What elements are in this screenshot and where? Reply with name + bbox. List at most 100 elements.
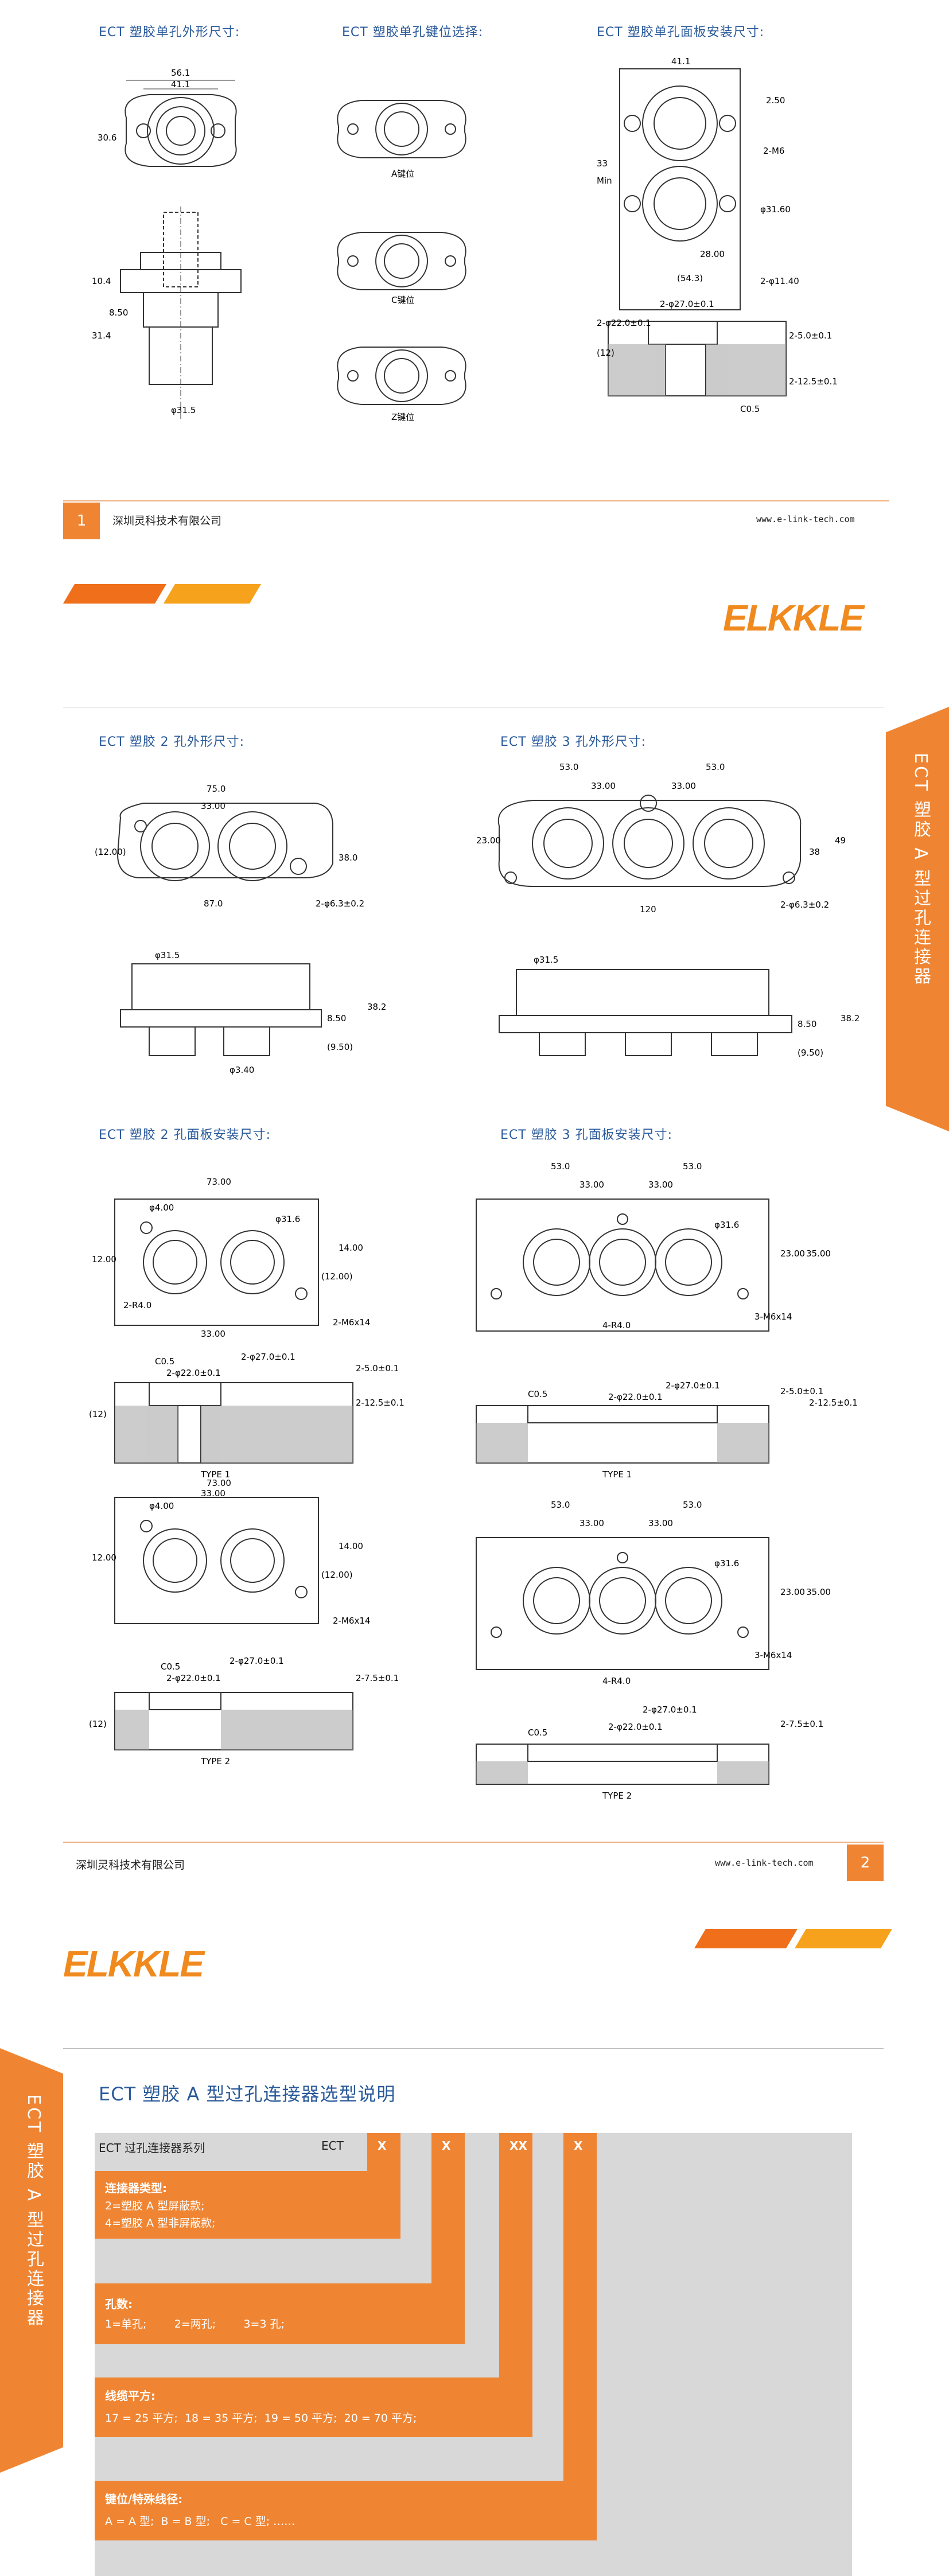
p3-dim-35-b: 35.00 — [806, 1587, 831, 1597]
panel-dim-2-phi-11-40: 2-φ11.40 — [760, 276, 799, 286]
three-dim-53-a: 53.0 — [559, 762, 578, 772]
panel-dim-54-3: (54.3) — [677, 273, 703, 283]
page3-side-tab-text: ECT 塑胶 A 型过孔连接器 — [24, 2094, 44, 2328]
two-dim-phi-31-5: φ31.5 — [155, 950, 180, 960]
dim-41-1: 41.1 — [171, 79, 190, 90]
single-panel-drawing: 41.1 2.50 2-M6 33 Min φ31.60 28.00 (54.3… — [597, 56, 838, 414]
dim-10-4: 10.4 — [92, 276, 111, 286]
p3-dim-4-r4: 4-R4.0 — [602, 1320, 631, 1330]
two-dim-12: (12.00) — [95, 847, 126, 857]
group-connector-type-title: 连接器类型: — [105, 2181, 167, 2195]
three-dim-120: 120 — [640, 904, 656, 915]
header-stripes-page3 — [694, 1929, 892, 1948]
group-connector-type: 连接器类型: 2=塑胶 A 型屏蔽款; 4=塑胶 A 型非屏蔽款; — [95, 2171, 400, 2239]
p3-dim-23-b: 23.00 — [780, 1587, 805, 1597]
p2-dim-33: 33.00 — [201, 1329, 225, 1339]
group-hole-count: 孔数: 1=单孔; 2=两孔; 3=3 孔; — [95, 2283, 465, 2344]
p3-dim-phi-31-6: φ31.6 — [714, 1220, 739, 1230]
key-label-z: Z键位 — [391, 412, 414, 422]
single-hole-outline-drawing: 56.1 41.1 30.6 10.4 8.50 31.4 φ31.5 — [92, 68, 242, 419]
page1-footer-divider — [63, 500, 889, 501]
header-stripes-right — [63, 584, 261, 604]
p2-dim-33-b: 33.00 — [201, 1488, 225, 1499]
group-key-special-line-1: A = A 型; B = B 型; C = C 型; …… — [105, 2515, 295, 2528]
p2-dim-phi-31-6: φ31.6 — [275, 1214, 300, 1224]
panel-dim-2-12-5: 2-12.5±0.1 — [789, 376, 838, 387]
group-connector-type-line-2: 4=塑胶 A 型非屏蔽款; — [105, 2217, 216, 2229]
three-dim-23: 23.00 — [476, 835, 501, 846]
p2-dim-2-12-5: 2-12.5±0.1 — [356, 1398, 405, 1408]
p2-dim-c0-5: C0.5 — [155, 1356, 174, 1367]
panel-dim-2-m6: 2-M6 — [763, 146, 784, 156]
p3-dim-33-a: 33.00 — [579, 1180, 604, 1190]
two-dim-38: 38.0 — [339, 853, 357, 863]
page1-company: 深圳灵科技术有限公司 — [112, 515, 222, 527]
single-key-title: ECT 塑胶单孔键位选择: — [342, 25, 484, 40]
page2-footer-divider — [63, 1842, 884, 1843]
panel-dim-12: (12) — [597, 348, 614, 358]
p3-dim-53-a: 53.0 — [551, 1161, 570, 1172]
two-dim-75: 75.0 — [207, 784, 225, 794]
page2-side-tab: ECT 塑胶 A 型过孔连接器 — [886, 707, 949, 1131]
p2-dim-14-b: 14.00 — [339, 1541, 363, 1551]
two-dim-38-2: 38.2 — [367, 1002, 386, 1012]
two-dim-phi-3-40: φ3.40 — [230, 1065, 254, 1075]
p3-dim-3-m6-b: 3-M6x14 — [754, 1650, 792, 1660]
group-hole-count-line-1: 1=单孔; 2=两孔; 3=3 孔; — [105, 2318, 285, 2330]
code-column-4: X — [563, 2133, 597, 2540]
group-key-special: 键位/特殊线径: A = A 型; B = B 型; C = C 型; …… — [95, 2481, 597, 2540]
panel-dim-33: 33 — [597, 158, 608, 169]
p2-dim-12-paren-c: (12.00) — [321, 1570, 353, 1580]
panel-dim-41-1: 41.1 — [671, 56, 690, 67]
three-dim-49: 49 — [835, 835, 846, 846]
page2-company: 深圳灵科技术有限公司 — [76, 1859, 185, 1871]
p3-dim-53-c: 53.0 — [551, 1500, 570, 1510]
group-connector-type-line-1: 2=塑胶 A 型屏蔽款; — [105, 2200, 205, 2212]
p3-dim-53-b: 53.0 — [683, 1161, 702, 1172]
p3-dim-35: 35.00 — [806, 1248, 831, 1259]
p2-dim-73: 73.00 — [207, 1177, 231, 1187]
code-4: X — [574, 2139, 583, 2153]
logo-text: ELKKLE — [723, 597, 864, 639]
two-hole-outline-title: ECT 塑胶 2 孔外形尺寸: — [99, 735, 245, 749]
panel-dim-28: 28.00 — [700, 249, 725, 259]
group-cable-size: 线缆平方: 17 = 25 平方; 18 = 35 平方; 19 = 50 平方… — [95, 2377, 532, 2437]
logo-text-page3: ELKKLE — [63, 1943, 204, 1984]
p2-dim-12: 12.00 — [92, 1254, 116, 1264]
two-dim-33: 33.00 — [201, 801, 225, 811]
dim-30-6: 30.6 — [98, 133, 116, 143]
logo-page3: ELKKLE — [63, 1943, 204, 1985]
p3-dim-53-d: 53.0 — [683, 1500, 702, 1510]
p2-dim-2-5: 2-5.0±0.1 — [356, 1363, 399, 1373]
two-hole-outline-drawing: 75.0 33.00 (12.00) 38.0 87.0 2-φ6.3±0.2 … — [95, 784, 386, 1075]
p2-type-2: TYPE 2 — [200, 1756, 230, 1766]
p3-dim-33-b: 33.00 — [648, 1180, 673, 1190]
three-dim-phi-31-5: φ31.5 — [534, 955, 558, 965]
p3-type-1: TYPE 1 — [602, 1469, 632, 1480]
page1-url: www.e-link-tech.com — [756, 514, 855, 524]
panel-dim-2-phi-27: 2-φ27.0±0.1 — [660, 299, 714, 309]
page3-header-divider — [63, 2048, 884, 2049]
p2-dim-2-phi-27: 2-φ27.0±0.1 — [241, 1352, 295, 1362]
p2-dim-2-m6-b: 2-M6x14 — [333, 1616, 370, 1626]
two-dim-87: 87.0 — [204, 898, 223, 909]
dim-phi-31-5: φ31.5 — [171, 405, 196, 415]
p2-type-1: TYPE 1 — [200, 1469, 230, 1480]
three-dim-38: 38 — [809, 847, 820, 857]
p2-dim-phi-4-b: φ4.00 — [149, 1501, 174, 1511]
code-prefix: ECT — [321, 2139, 344, 2153]
three-hole-outline-title: ECT 塑胶 3 孔外形尺寸: — [500, 735, 647, 749]
two-dim-8-50: 8.50 — [327, 1013, 346, 1024]
p3-dim-2-phi-22: 2-φ22.0±0.1 — [608, 1392, 663, 1402]
panel-dim-2-5: 2-5.0±0.1 — [789, 330, 832, 341]
page1-number: 1 — [63, 503, 100, 539]
code-3: XX — [509, 2139, 527, 2153]
page2-number: 2 — [847, 1845, 884, 1881]
two-dim-9-50: (9.50) — [327, 1042, 353, 1052]
p3-dim-4-r4-b: 4-R4.0 — [602, 1676, 631, 1686]
p2-dim-12-b: 12.00 — [92, 1552, 116, 1563]
two-hole-panel-title: ECT 塑胶 2 孔面板安装尺寸: — [99, 1128, 271, 1142]
group-hole-count-title: 孔数: — [105, 2297, 133, 2311]
three-dim-2-phi-6-3: 2-φ6.3±0.2 — [780, 900, 829, 910]
single-panel-title: ECT 塑胶单孔面板安装尺寸: — [597, 25, 765, 40]
